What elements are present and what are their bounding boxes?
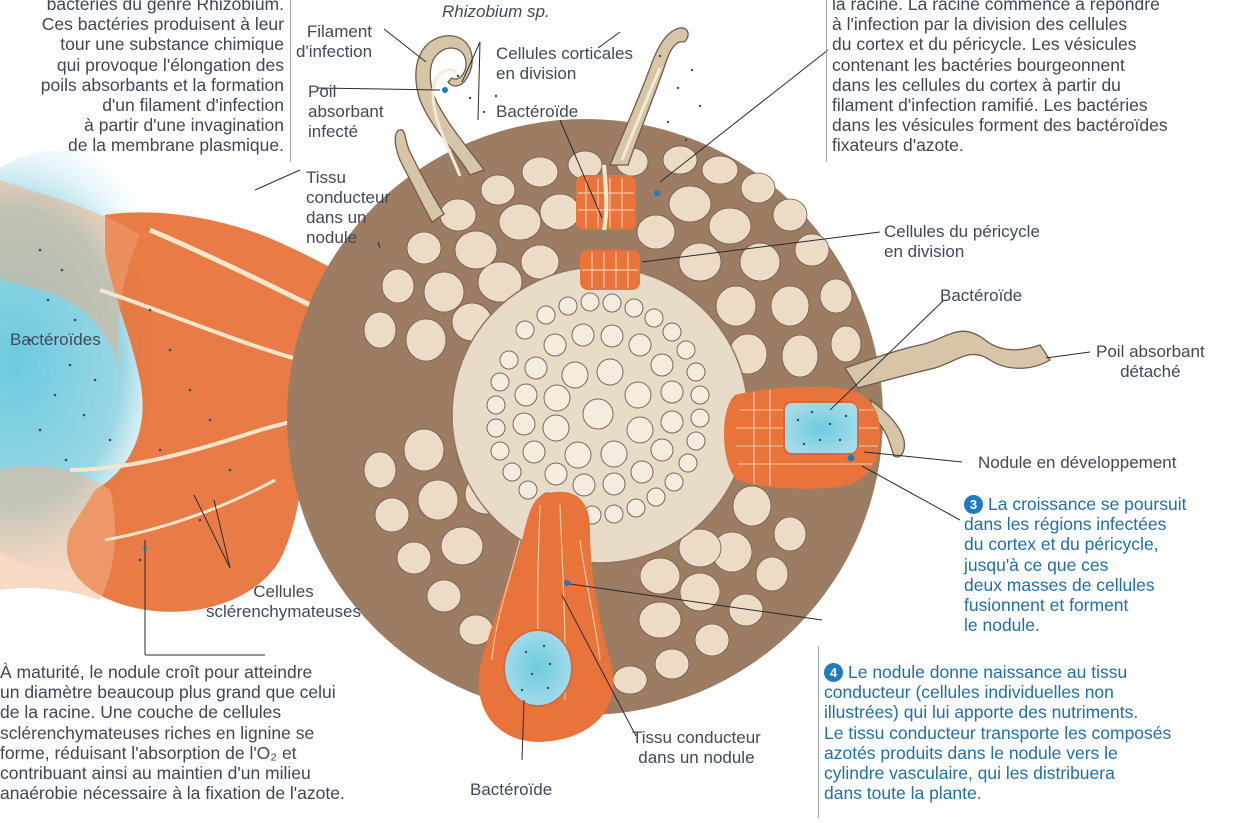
- text-block-response: la racine. La racine commence à répondre…: [832, 0, 1236, 156]
- developing-nodule: [724, 387, 880, 489]
- label-nodule-vascular-tissue-bottom: Tissu conducteur dans un nodule: [632, 728, 761, 768]
- label-infected-root-hair: Poil absorbant infecté: [308, 82, 384, 142]
- label-dividing-cortical-cells: Cellules corticales en division: [496, 44, 633, 84]
- separator: [826, 0, 827, 162]
- separator: [818, 646, 819, 818]
- label-rhizobium: Rhizobium sp.: [442, 2, 550, 22]
- label-developing-nodule: Nodule en développement: [978, 453, 1176, 473]
- dividing-pericycle-cells: [580, 250, 640, 290]
- text-block-infection: bactéries du genre Rhizobium. Ces bactér…: [0, 0, 284, 156]
- label-detached-root-hair: Poil absorbant détaché: [1096, 342, 1205, 382]
- label-bacteroid-bottom: Bactéroïde: [470, 780, 552, 800]
- label-filament-infection: Filament d'infection: [296, 22, 372, 62]
- step-3-text: La croissance se poursuit dans les régio…: [964, 494, 1186, 635]
- label-bacteroid-top: Bactéroïde: [496, 102, 578, 122]
- step-3-badge: 3: [964, 495, 983, 514]
- label-nodule-vascular-tissue-left: Tissu conducteur dans un nodule: [306, 168, 390, 248]
- step-3-block: 3La croissance se poursuit dans les régi…: [964, 494, 1234, 635]
- label-dividing-pericycle-cells: Cellules du péricycle en division: [884, 222, 1040, 262]
- step-4-text: Le nodule donne naissance au tissu condu…: [824, 662, 1171, 803]
- step-4-block: 4Le nodule donne naissance au tissu cond…: [824, 662, 1236, 803]
- label-sclerenchyma-cells: Cellules sclérenchymateuses: [206, 582, 361, 622]
- label-bacteroids-left: Bactéroïdes: [10, 330, 101, 350]
- text-block-maturity: À maturité, le nodule croît pour atteind…: [0, 662, 400, 803]
- label-bacteroid-right: Bactéroïde: [940, 286, 1022, 306]
- step-4-badge: 4: [824, 663, 843, 682]
- separator: [290, 0, 291, 162]
